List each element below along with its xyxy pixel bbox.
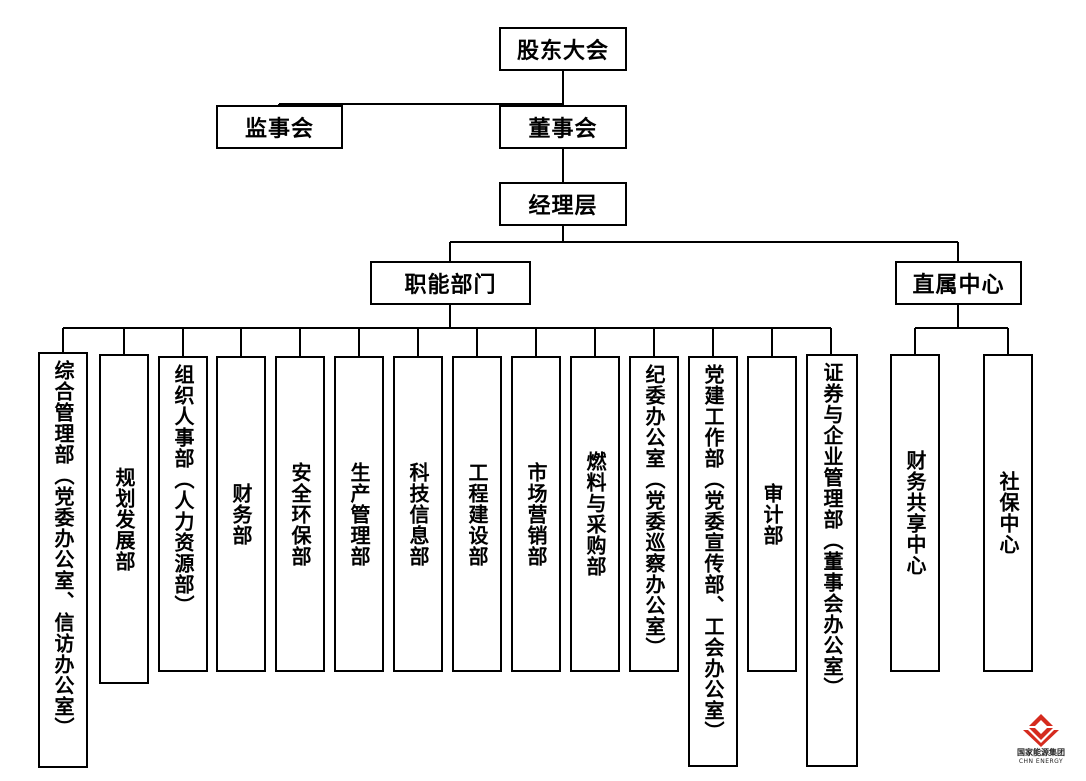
- shareholders-label: 股东大会: [516, 39, 609, 64]
- department-label: 综合管理部（党委办公室、信访办公室）: [51, 360, 75, 738]
- department-box: 燃料与采购部: [570, 356, 620, 672]
- center-label: 财务共享中心: [903, 450, 927, 576]
- department-box: 财务部: [216, 356, 266, 672]
- department-box: 组织人事部（人力资源部）: [158, 356, 208, 672]
- management-box: 经理层: [499, 182, 627, 226]
- department-label: 党建工作部（党委宣传部、工会办公室）: [701, 364, 725, 742]
- direct-centers-box: 直属中心: [895, 261, 1022, 305]
- management-label: 经理层: [528, 194, 598, 219]
- department-label: 安全环保部: [288, 461, 312, 567]
- department-label: 纪委办公室（党委巡察办公室）: [642, 364, 666, 658]
- functional-departments-label: 职能部门: [404, 273, 497, 298]
- department-box: 规划发展部: [99, 354, 149, 684]
- department-label: 规划发展部: [112, 466, 136, 572]
- department-box: 市场营销部: [511, 356, 561, 672]
- department-box: 科技信息部: [393, 356, 443, 672]
- department-label: 工程建设部: [465, 461, 489, 567]
- logo-name-en: CHN ENERGY: [1018, 758, 1064, 765]
- direct-centers-label: 直属中心: [912, 273, 1005, 298]
- department-box: 党建工作部（党委宣传部、工会办公室）: [688, 356, 738, 767]
- chn-energy-logo: 国家能源集团 CHN ENERGY: [1006, 712, 1076, 776]
- functional-departments-box: 职能部门: [370, 261, 531, 305]
- department-label: 证券与企业管理部（董事会办公室）: [820, 362, 844, 698]
- department-box: 纪委办公室（党委巡察办公室）: [629, 356, 679, 672]
- shareholders-box: 股东大会: [499, 27, 627, 71]
- department-label: 燃料与采购部: [583, 451, 607, 577]
- department-label: 市场营销部: [524, 461, 548, 567]
- department-box: 安全环保部: [275, 356, 325, 672]
- department-label: 组织人事部（人力资源部）: [171, 364, 195, 616]
- department-label: 科技信息部: [406, 461, 430, 567]
- supervisory-box: 监事会: [216, 105, 343, 149]
- center-box: 财务共享中心: [890, 354, 940, 672]
- board-box: 董事会: [499, 105, 627, 149]
- center-label: 社保中心: [996, 471, 1020, 555]
- supervisory-label: 监事会: [244, 117, 314, 142]
- department-box: 工程建设部: [452, 356, 502, 672]
- department-label: 生产管理部: [347, 461, 371, 567]
- department-box: 证券与企业管理部（董事会办公室）: [806, 354, 858, 767]
- board-label: 董事会: [528, 117, 598, 142]
- department-box: 审计部: [747, 356, 797, 672]
- department-box: 综合管理部（党委办公室、信访办公室）: [38, 352, 88, 768]
- center-box: 社保中心: [983, 354, 1033, 672]
- logo-name-cn: 国家能源集团: [1017, 748, 1065, 757]
- department-label: 审计部: [760, 482, 784, 546]
- chn-energy-logo-icon: [1023, 714, 1059, 747]
- department-label: 财务部: [229, 482, 253, 546]
- department-box: 生产管理部: [334, 356, 384, 672]
